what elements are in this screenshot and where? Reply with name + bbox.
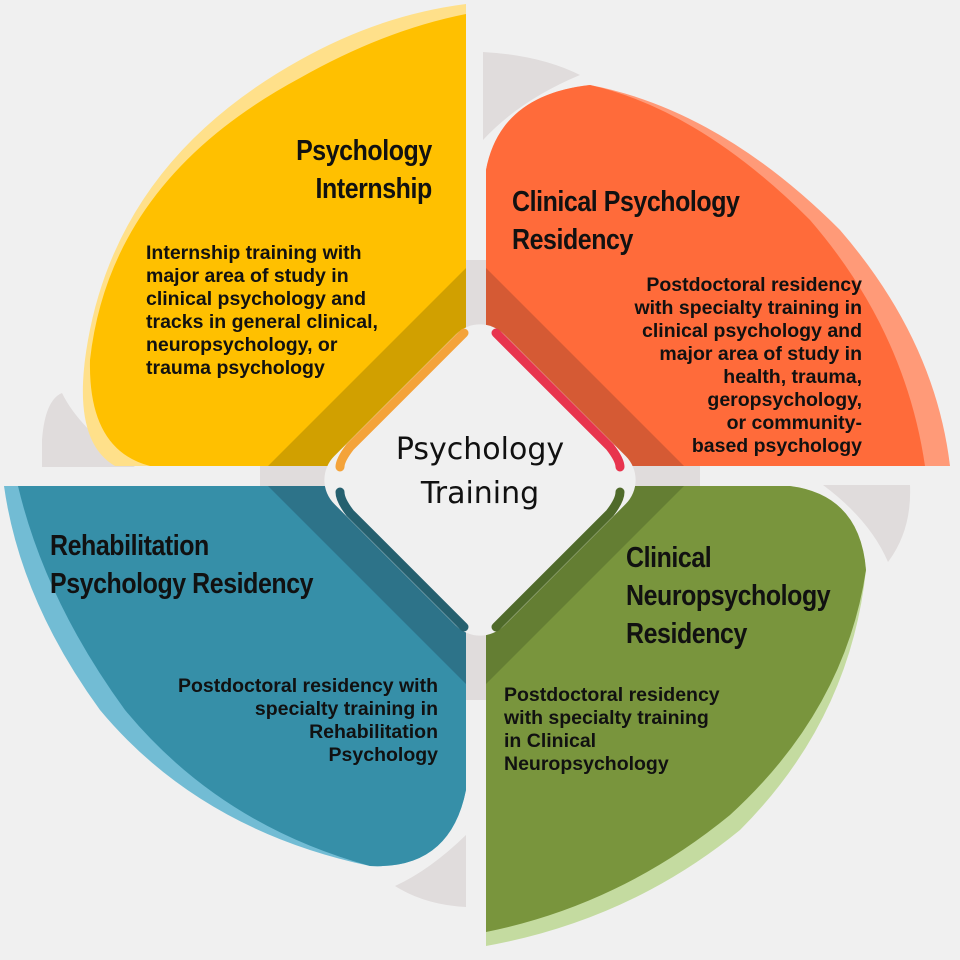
- quadrant-bottom-right-description: Postdoctoral residency with specialty tr…: [504, 684, 720, 775]
- quadrant-top-left-shape: [89, 14, 466, 466]
- center-label: Psychology Training: [395, 432, 565, 511]
- quadrant-top-left-description: Internship training with major area of s…: [146, 242, 378, 379]
- quadrant-top-right-description: Postdoctoral residency with specialty tr…: [634, 274, 862, 457]
- quadrant-top-right-shape: [486, 85, 925, 466]
- quadrant-bottom-left-shape: [18, 486, 466, 867]
- grey-petal-top: [483, 52, 580, 140]
- center-diamond: [324, 324, 636, 636]
- accent-bottom-right: [491, 487, 625, 632]
- grey-petal-right: [823, 485, 911, 562]
- accent-top-right: [491, 328, 625, 472]
- quadrant-bottom-right-shape: [486, 486, 866, 932]
- grey-petal-bottom: [395, 835, 466, 907]
- quadrant-top-right-title: Clinical Psychology Residency: [512, 186, 740, 256]
- quadrant-bottom-left-title: Rehabilitation Psychology Residency: [50, 530, 314, 600]
- quadrant-bottom-left-description: Postdoctoral residency with specialty tr…: [177, 675, 438, 766]
- quadrant-top-left-title: Psychology Internship: [296, 135, 432, 205]
- quadrant-bottom-right-title: Clinical Neuropsychology Residency: [626, 542, 831, 650]
- accent-bottom-left: [335, 487, 469, 632]
- accent-top-left: [335, 328, 469, 472]
